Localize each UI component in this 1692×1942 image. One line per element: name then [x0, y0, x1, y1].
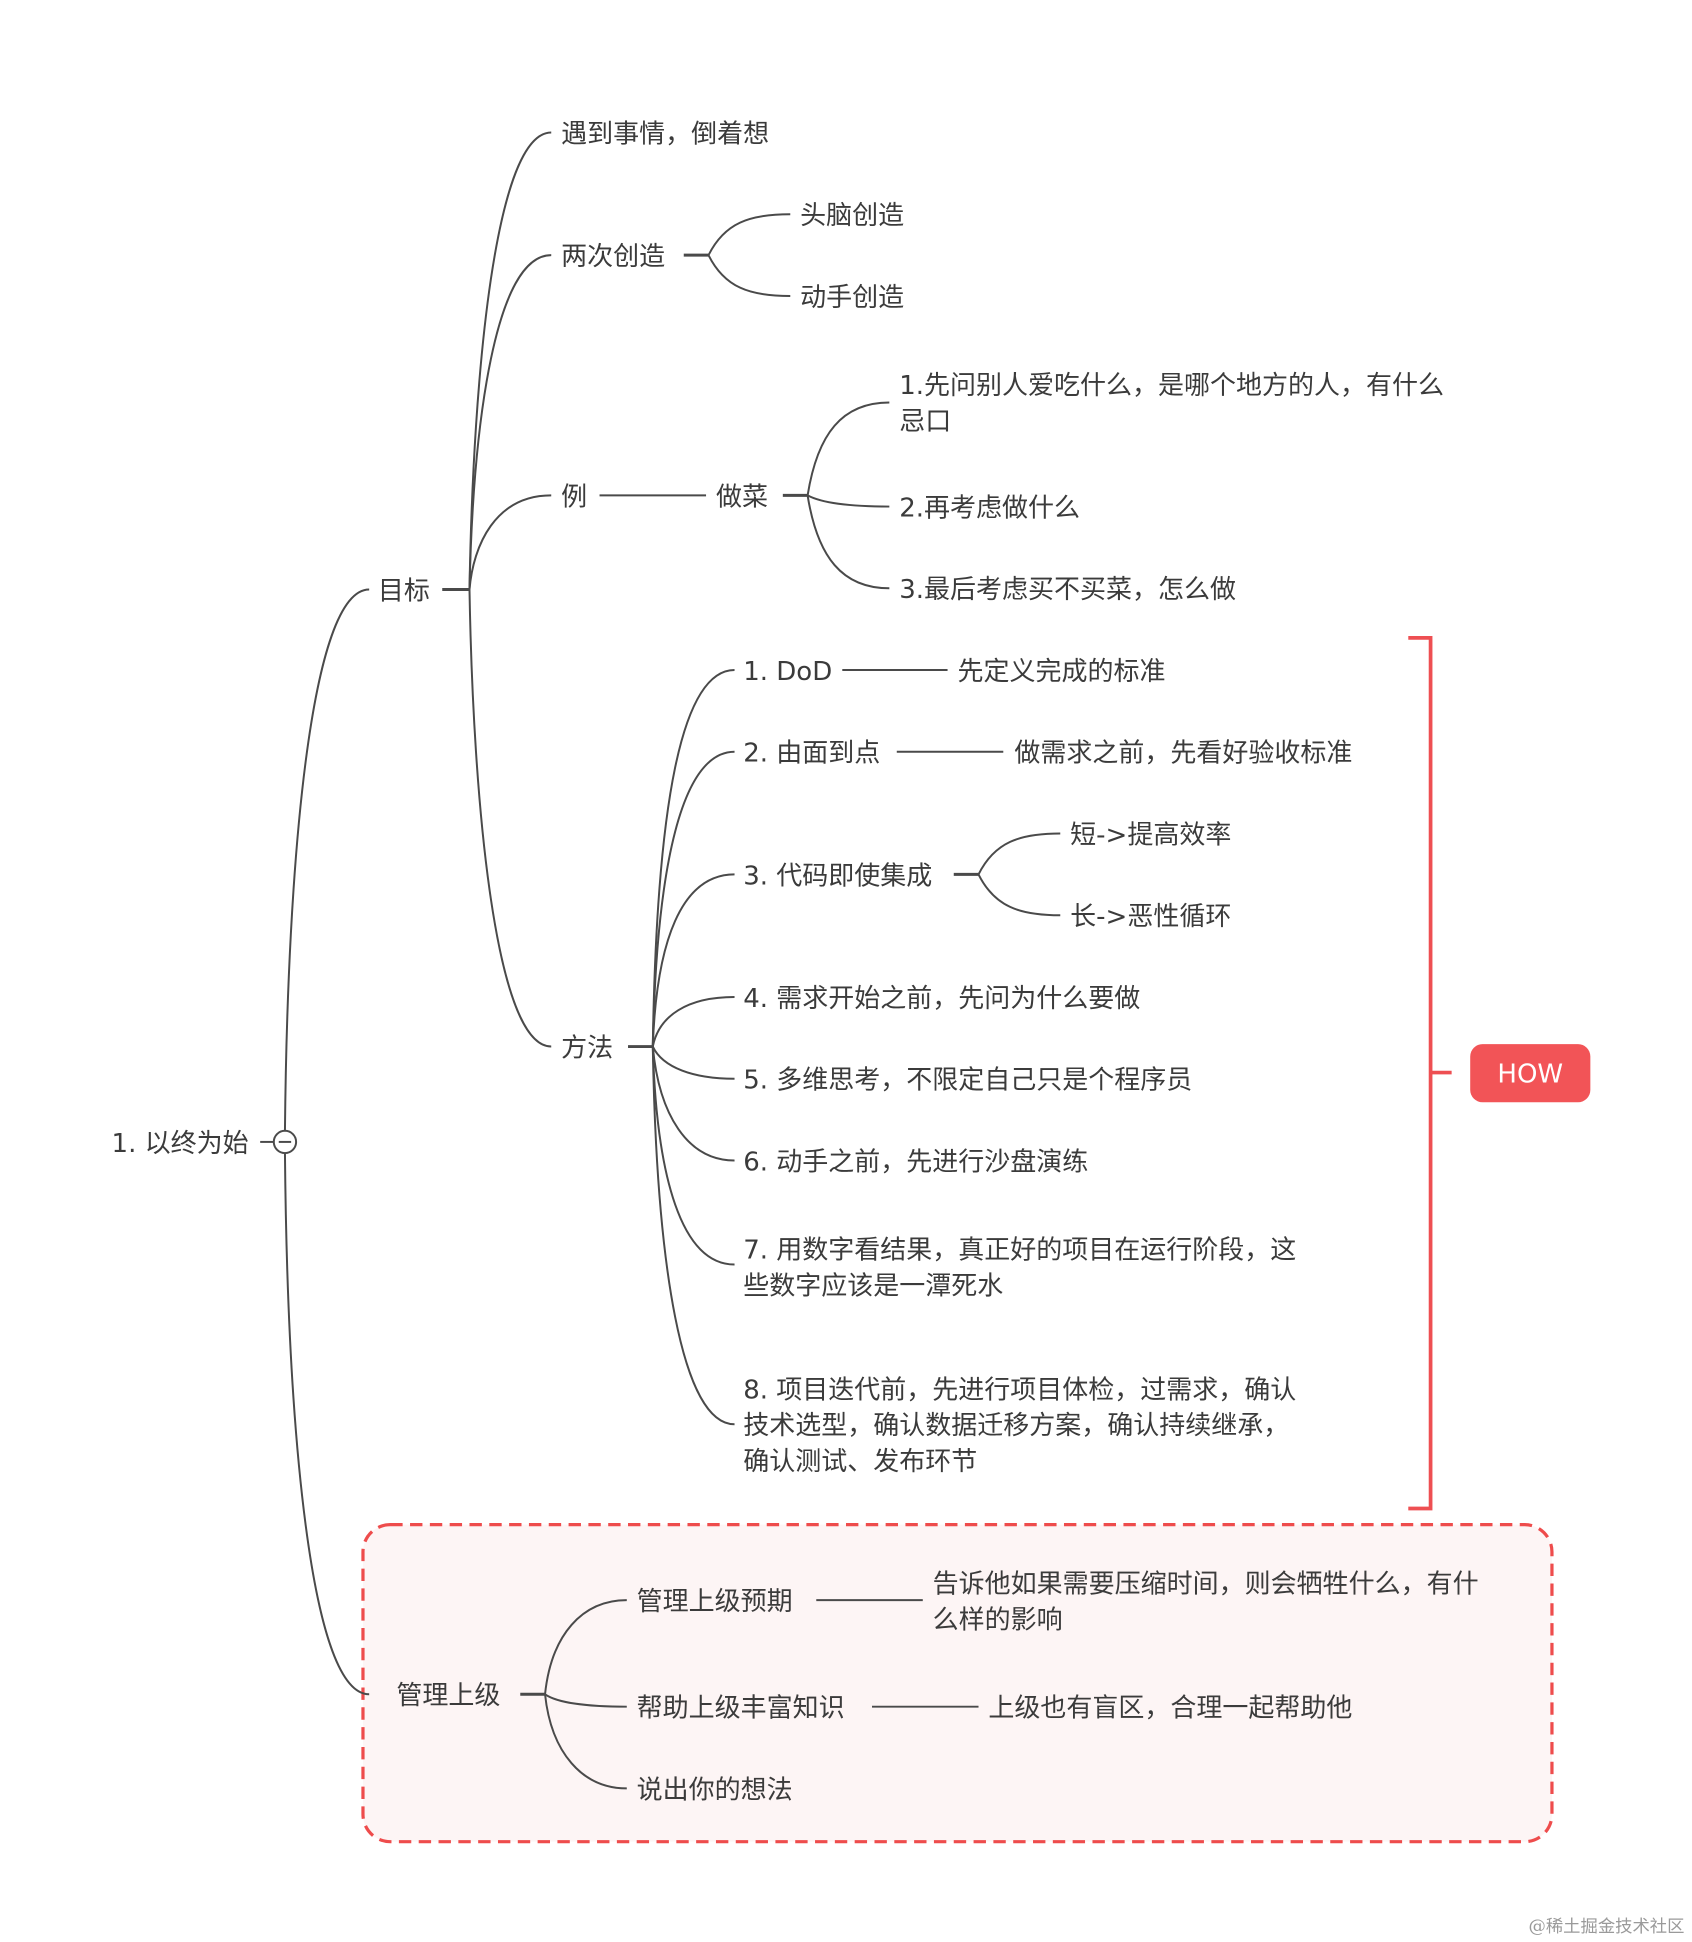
item-7-line-1: 7. 用数字看结果，真正好的项目在运行阶段，这	[743, 1235, 1296, 1265]
method-item-3-long[interactable]: 长->恶性循环	[1070, 902, 1231, 932]
watermark: @稀土掘金技术社区	[1529, 1917, 1685, 1937]
method-item-2-detail[interactable]: 做需求之前，先看好验收标准	[1014, 739, 1352, 769]
method-item-5[interactable]: 5. 多维思考，不限定自己只是个程序员	[743, 1066, 1192, 1096]
item-8-line-2: 技术选型，确认数据迁移方案，确认持续继承，	[743, 1411, 1289, 1441]
node-example[interactable]: 例	[561, 482, 587, 512]
step-1-line-1: 1.先问别人爱吃什么，是哪个地方的人，有什么	[899, 371, 1444, 401]
method-item-1[interactable]: 1. DoD	[743, 657, 832, 687]
manage-item-1-detail[interactable]: 告诉他如果需要压缩时间，则会牺牲什么，有什 么样的影响	[933, 1570, 1479, 1636]
node-step-1[interactable]: 1.先问别人爱吃什么，是哪个地方的人，有什么 忌口	[899, 371, 1444, 437]
item-8-line-3: 确认测试、发布环节	[743, 1447, 977, 1477]
manage-item-3[interactable]: 说出你的想法	[637, 1775, 793, 1805]
manage-item-1[interactable]: 管理上级预期	[637, 1587, 793, 1617]
method-item-8[interactable]: 8. 项目迭代前，先进行项目体检，过需求，确认 技术选型，确认数据迁移方案，确认…	[743, 1375, 1296, 1477]
method-item-1-detail[interactable]: 先定义完成的标准	[957, 657, 1165, 687]
node-method[interactable]: 方法	[561, 1033, 613, 1063]
detail-line-1: 告诉他如果需要压缩时间，则会牺牲什么，有什	[933, 1570, 1479, 1600]
highlight-box	[361, 1523, 1554, 1844]
detail-line-2: 么样的影响	[933, 1606, 1063, 1636]
method-item-4[interactable]: 4. 需求开始之前，先问为什么要做	[743, 984, 1140, 1014]
node-goal[interactable]: 目标	[378, 576, 430, 606]
method-item-6[interactable]: 6. 动手之前，先进行沙盘演练	[743, 1147, 1088, 1177]
node-mind-creation[interactable]: 头脑创造	[800, 201, 904, 231]
method-item-7[interactable]: 7. 用数字看结果，真正好的项目在运行阶段，这 些数字应该是一潭死水	[743, 1235, 1296, 1301]
node-hand-creation[interactable]: 动手创造	[800, 283, 904, 313]
method-item-3[interactable]: 3. 代码即使集成	[743, 861, 932, 891]
how-bracket	[1408, 635, 1452, 1511]
how-badge[interactable]: HOW	[1470, 1044, 1591, 1103]
node-reverse[interactable]: 遇到事情，倒着想	[561, 119, 769, 149]
method-item-2[interactable]: 2. 由面到点	[743, 739, 880, 769]
node-manage[interactable]: 管理上级	[396, 1681, 500, 1711]
manage-item-2[interactable]: 帮助上级丰富知识	[637, 1694, 845, 1724]
item-8-line-1: 8. 项目迭代前，先进行项目体检，过需求，确认	[743, 1375, 1296, 1405]
node-two-creations[interactable]: 两次创造	[561, 242, 665, 272]
manage-item-2-detail[interactable]: 上级也有盲区，合理一起帮助他	[988, 1694, 1352, 1724]
item-7-line-2: 些数字应该是一潭死水	[743, 1271, 1003, 1301]
node-cook[interactable]: 做菜	[716, 482, 768, 512]
how-label: HOW	[1497, 1059, 1563, 1089]
step-1-line-2: 忌口	[899, 407, 951, 437]
method-item-3-short[interactable]: 短->提高效率	[1070, 820, 1231, 850]
node-step-2[interactable]: 2.再考虑做什么	[899, 493, 1080, 523]
node-step-3[interactable]: 3.最后考虑买不买菜，怎么做	[899, 575, 1236, 605]
root-node[interactable]: 1. 以终为始	[112, 1129, 249, 1159]
